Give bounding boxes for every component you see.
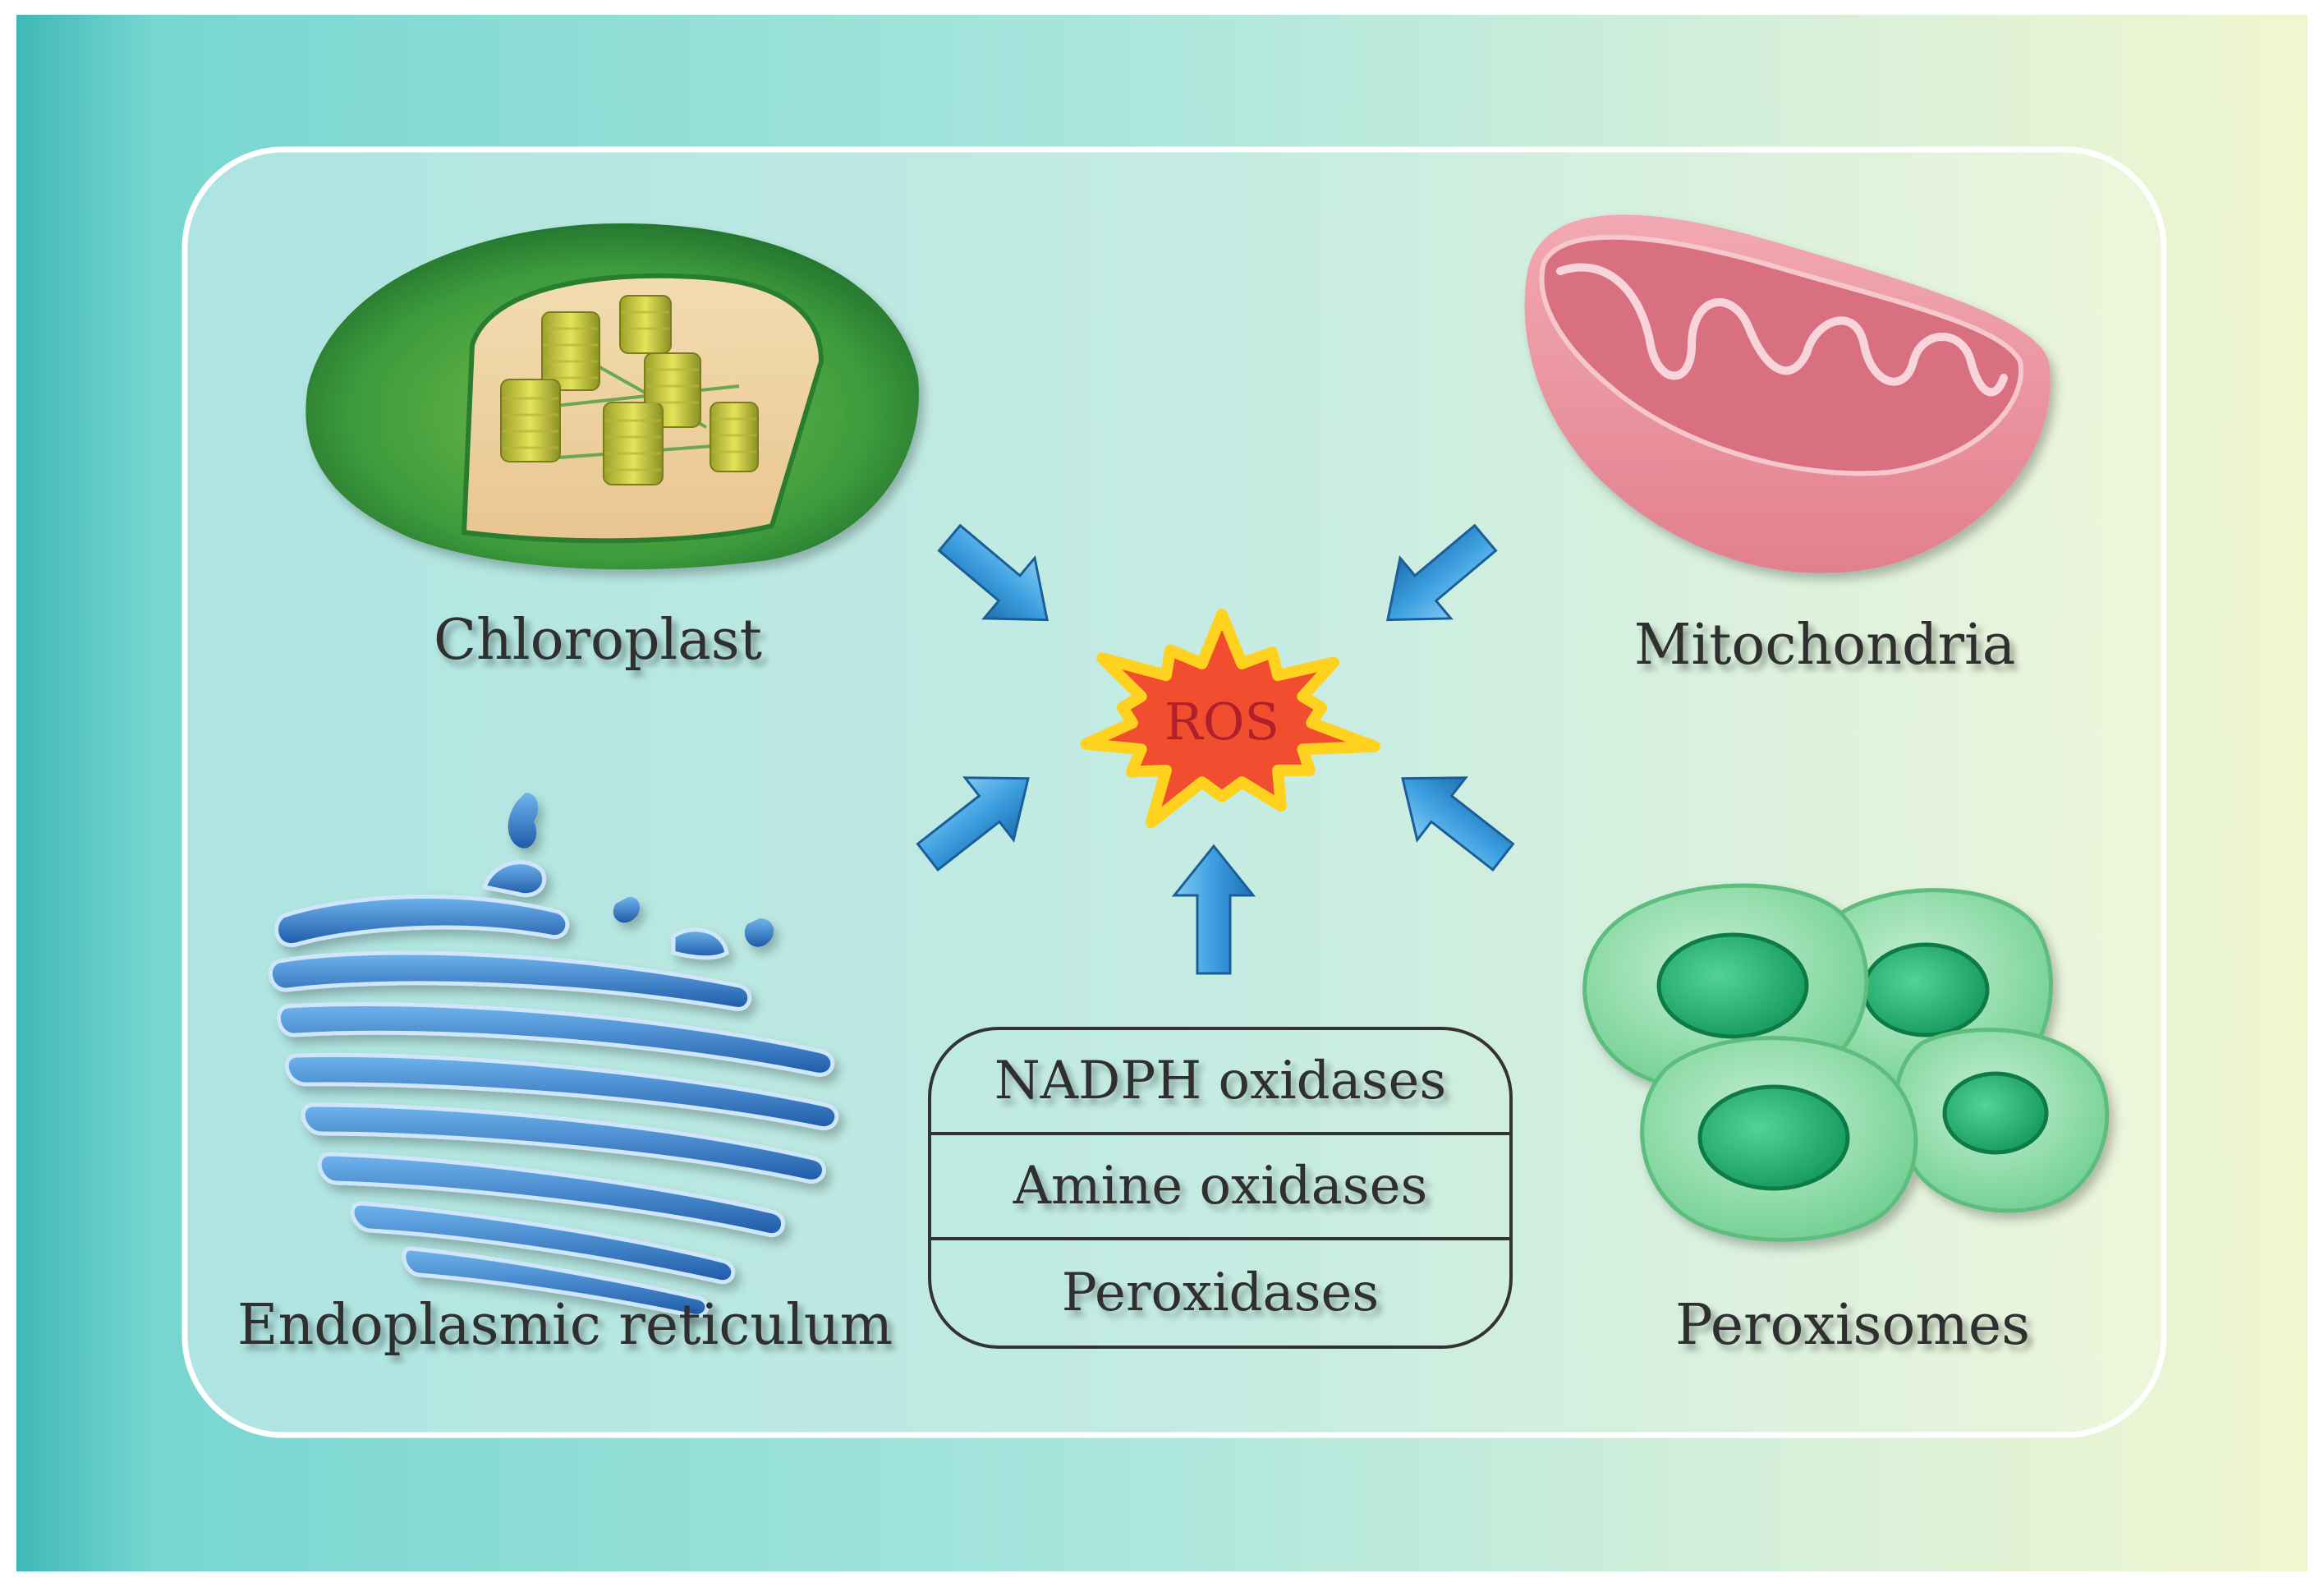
ros-label: ROS [1164,692,1279,752]
chloroplast-icon [305,223,919,570]
arrow-from-chloroplast-icon [937,523,1049,622]
arrow-from-er-icon [916,776,1030,872]
mitochondria-icon [1524,214,2051,573]
endoplasmic-reticulum-icon [269,793,839,1318]
enzyme-row-nadph-oxidases: NADPH oxidases [931,1030,1509,1135]
enzyme-table: NADPH oxidases Amine oxidases Peroxidase… [928,1027,1513,1349]
enzyme-row-peroxidases: Peroxidases [1061,1262,1380,1323]
enzyme-row-amine-oxidases: Amine oxidases [931,1135,1509,1240]
arrow-from-peroxisomes-icon [1401,776,1515,872]
peroxisomes-label: Peroxisomes [1675,1293,2030,1358]
peroxisome-icon [1582,883,2110,1242]
chloroplast-label: Chloroplast [434,608,762,673]
arrow-from-mitochondria-icon [1386,523,1498,622]
arrow-from-enzymes-icon [1171,844,1256,975]
endoplasmic-reticulum-label: Endoplasmic reticulum [237,1293,893,1358]
arrow-group [916,523,1515,975]
mitochondria-label: Mitochondria [1633,613,2016,678]
ros-burst-icon [1080,609,1380,829]
